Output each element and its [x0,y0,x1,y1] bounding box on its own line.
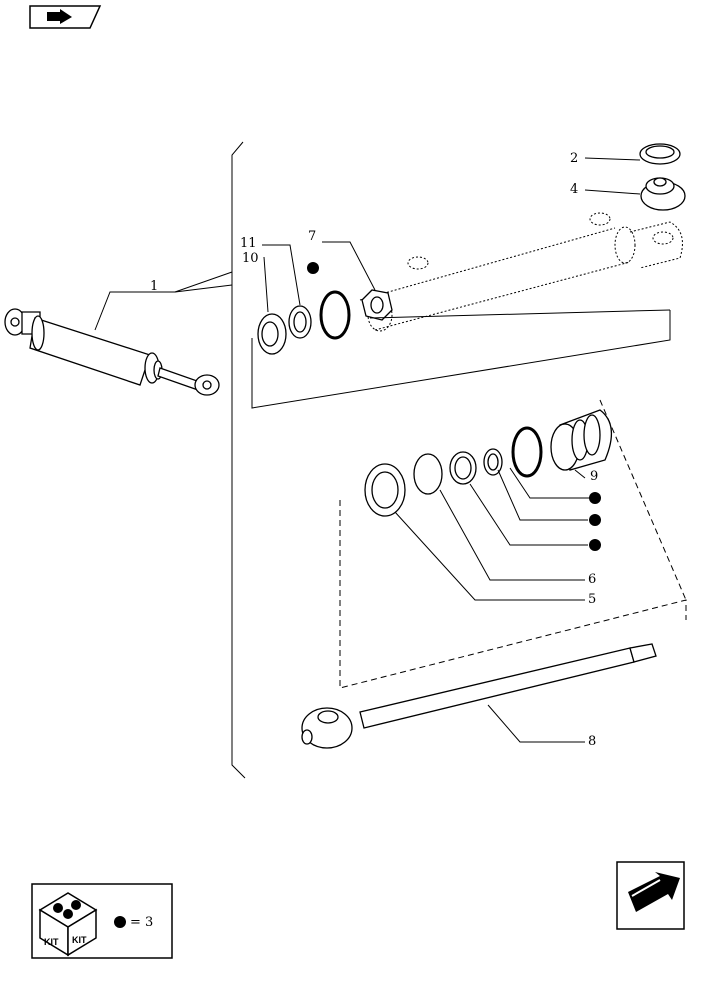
callout-7: 7 [308,229,316,244]
kit-marker-dot [589,492,601,504]
part-o-ring-2 [511,426,543,478]
callout-9: 9 [590,469,598,484]
callout-5: 5 [588,592,596,607]
part-5-ring [413,453,443,495]
part-2-circlip [639,143,681,165]
kit-marker-dot [589,514,601,526]
part-small-ring [483,448,503,476]
callout-6: 6 [588,572,596,587]
assembled-cylinder [4,308,220,396]
next-page-arrow-icon[interactable] [616,861,685,930]
callout-8: 8 [588,734,596,749]
callout-1: 1 [150,279,158,294]
kit-label-left: KIT [44,937,59,947]
part-6-ring [449,451,477,485]
callout-4: 4 [570,182,578,197]
kit-legend: KIT KIT = 3 [31,883,173,959]
cylinder-barrel [359,212,683,332]
part-o-ring [319,290,351,340]
kit-label-right: KIT [72,935,87,945]
kit-legend-text: = 3 [130,915,153,930]
callout-11: 11 [240,236,257,251]
kit-marker-dot [307,262,319,274]
callout-10: 10 [242,251,259,266]
kit-marker-dot [589,539,601,551]
hand-page-icon[interactable] [29,5,102,29]
kit-box-icon [38,892,98,957]
part-8-rod [301,643,657,749]
part-11-seal [288,305,312,339]
kit-legend-dot [114,916,126,928]
part-10-seal [257,313,287,355]
callout-2: 2 [570,151,578,166]
assembly-bracket [231,141,246,779]
part-7-nut [361,289,393,321]
part-4-bushing [640,177,686,211]
part-9-piston [550,409,612,471]
part-lock-washer [364,463,406,517]
